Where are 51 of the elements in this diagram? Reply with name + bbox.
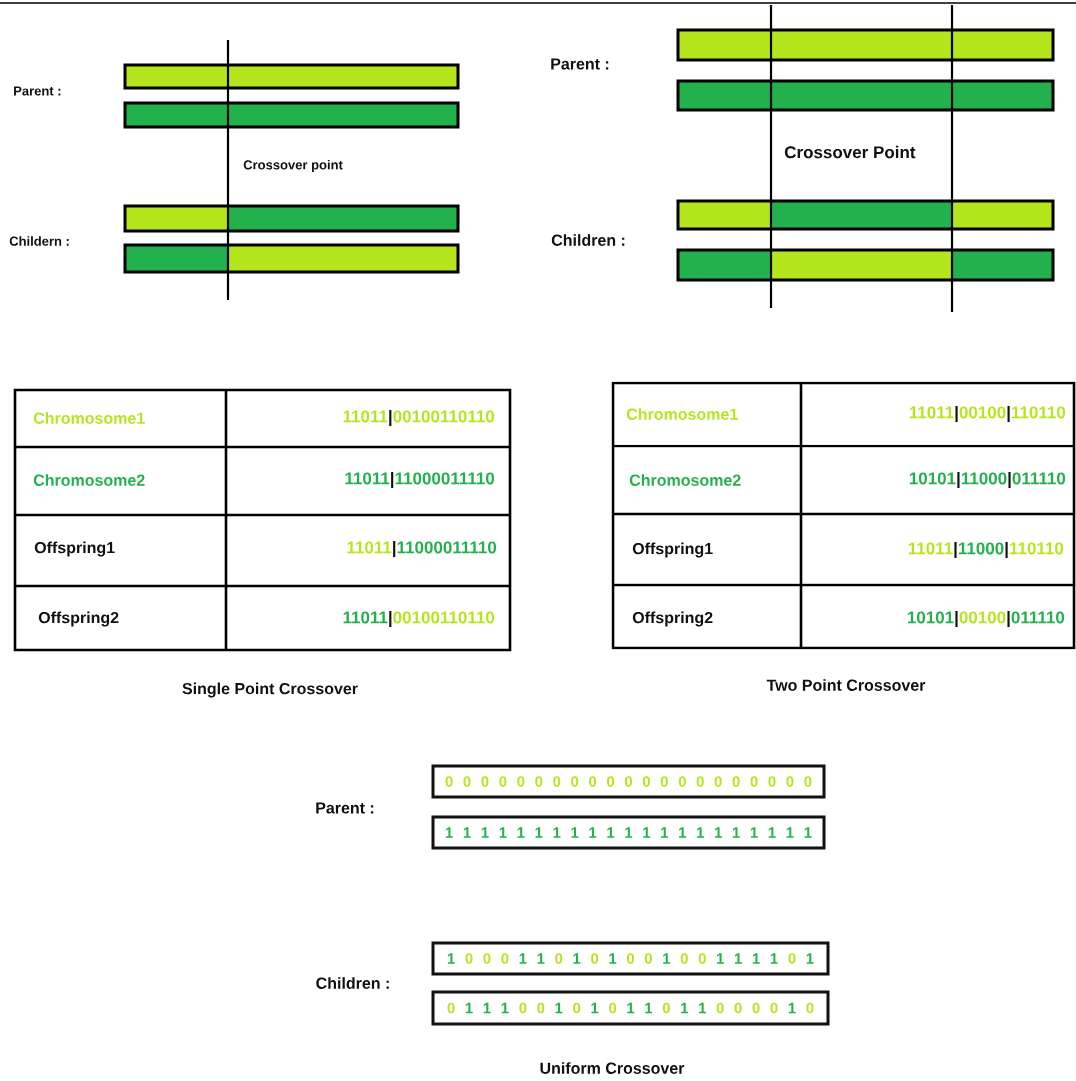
table-cell: Chromosome1 — [33, 412, 145, 424]
table-cell: 10101|00100|011110 — [907, 610, 1065, 628]
table-cell: Offspring2 — [38, 611, 119, 627]
row-label: Children : — [316, 977, 389, 989]
label: | — [955, 610, 958, 628]
label: 00100 — [959, 406, 1006, 419]
table-cell: Chromosome2 — [629, 474, 741, 486]
label: | — [1007, 610, 1010, 628]
row-label: Parent : — [316, 802, 374, 814]
figure-caption: Two Point Crossover — [766, 679, 926, 691]
label: 011110 — [1012, 472, 1066, 485]
figure-caption: Uniform Crossover — [540, 1062, 685, 1074]
digit-string-box: 0 1 1 1 0 0 1 0 1 0 1 1 0 1 1 0 0 0 0 1 0 — [431, 990, 830, 1026]
label: 011110 — [1011, 611, 1065, 624]
label: | — [1007, 405, 1010, 423]
label: 10101 — [907, 611, 954, 624]
digit-string-box: 1 1 1 1 1 1 1 1 1 1 1 1 1 1 1 1 1 1 1 1 1 — [431, 815, 826, 850]
label: 110110 — [1012, 406, 1066, 419]
label: 11000 — [961, 472, 1007, 485]
table-cell: 11011|00100110110 — [343, 610, 495, 628]
label: 00100 — [959, 611, 1006, 624]
row-label: Parent : — [551, 58, 609, 70]
label: | — [1005, 541, 1008, 559]
table-cell: Offspring1 — [34, 541, 115, 557]
row-label: Childern : — [9, 236, 69, 246]
crossover-point-label: Crossover point — [243, 159, 343, 173]
row-label: Parent : — [14, 86, 61, 96]
table-cell: 11011|11000011110 — [347, 540, 497, 558]
label: 11011 — [909, 406, 954, 419]
label: 11011 — [908, 542, 953, 555]
label: | — [955, 405, 958, 423]
row-label: Children : — [551, 234, 625, 246]
label: 11000 — [958, 542, 1004, 555]
table-cell: 11011|11000|110110 — [908, 541, 1064, 559]
label: | — [954, 541, 957, 559]
table-cell: 11011|00100110110 — [343, 409, 495, 427]
figure-caption: Single Point Crossover — [182, 682, 358, 698]
table-cell: Chromosome1 — [626, 408, 738, 420]
digit-string-box: 1 0 0 0 1 1 0 1 0 1 0 0 1 0 0 1 1 1 1 0 1 — [431, 941, 830, 976]
digit-string-box: 0 0 0 0 0 0 0 0 0 0 0 0 0 0 0 0 0 0 0 0 0 — [431, 764, 826, 799]
crossover-point-label: Crossover Point — [784, 145, 916, 159]
label: 10101 — [909, 472, 956, 485]
table-cell: 10101|11000|011110 — [909, 471, 1066, 489]
table-cell: Chromosome2 — [33, 474, 145, 486]
label: | — [1008, 471, 1011, 489]
table-cell: Offspring1 — [632, 542, 713, 558]
label: 110110 — [1010, 542, 1064, 555]
label: | — [957, 471, 960, 489]
table-cell: 11011|11000011110 — [345, 471, 495, 489]
table-cell: 11011|00100|110110 — [909, 405, 1066, 423]
table-cell: Offspring2 — [632, 611, 713, 627]
